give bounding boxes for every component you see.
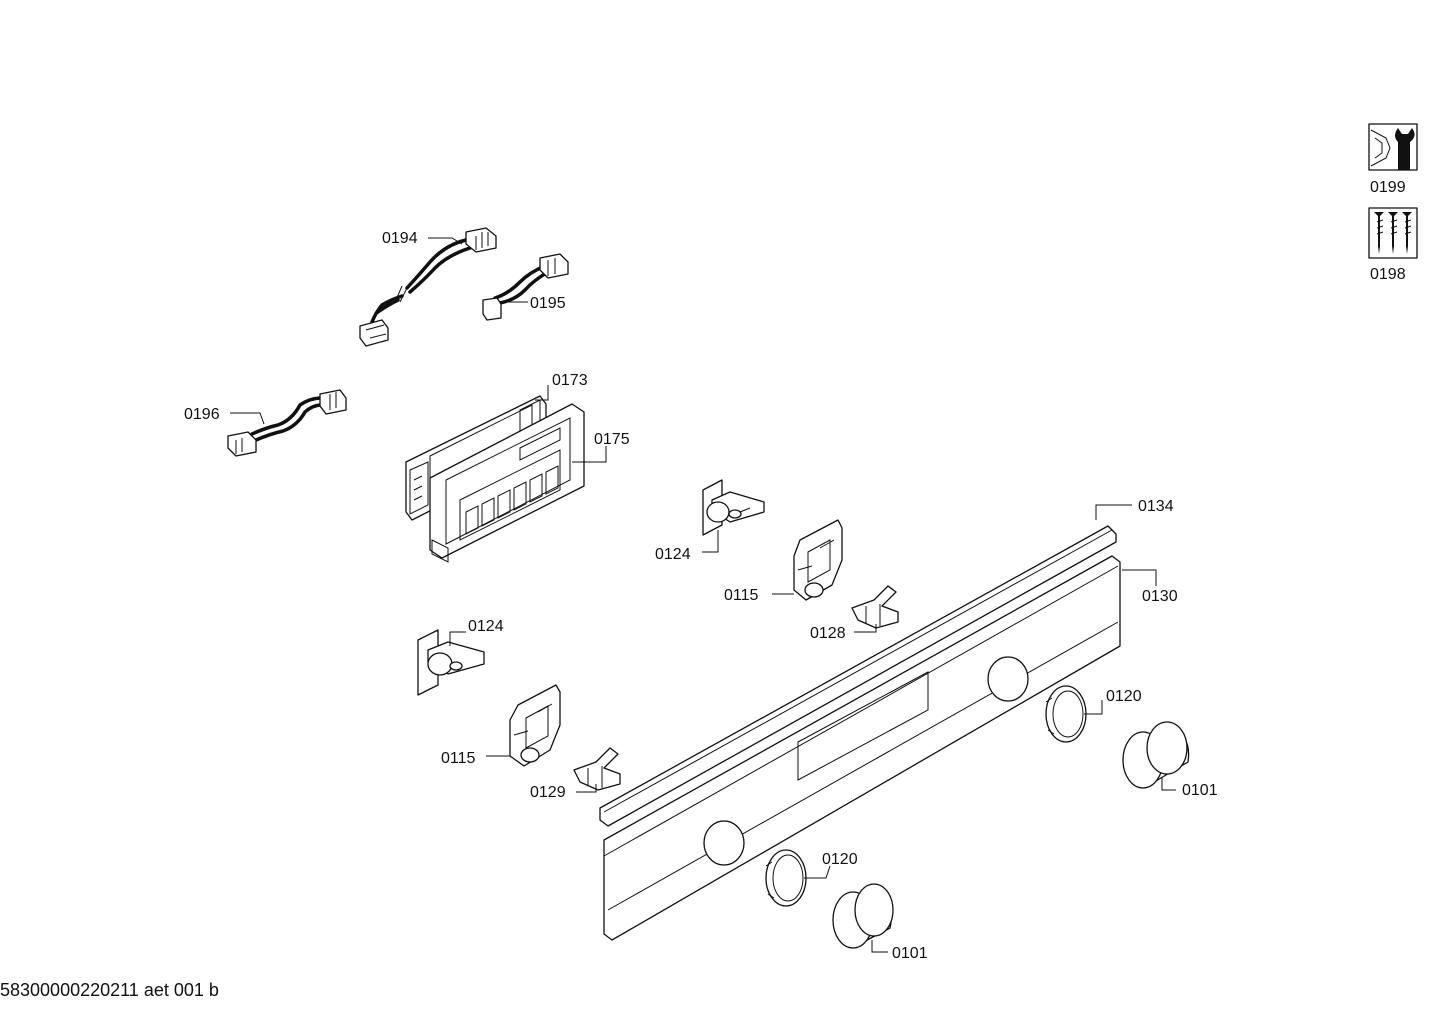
clip-0128 (851, 585, 899, 629)
callout-0128: 0128 (810, 625, 846, 642)
leader-0130 (1122, 569, 1157, 586)
leader-0173 (535, 385, 549, 401)
callout-0115-lower: 0115 (441, 750, 476, 767)
callout-0195: 0195 (530, 295, 566, 312)
leader-0124-lower (449, 631, 466, 646)
rotary-switch-0124-lower (417, 629, 485, 696)
label-0198: 0198 (1370, 266, 1406, 283)
callout-0194: 0194 (382, 230, 418, 247)
callout-0173: 0173 (552, 372, 588, 389)
leader-0134 (1095, 504, 1132, 520)
leader-0129 (576, 784, 597, 793)
callout-0120-lower: 0120 (822, 851, 858, 868)
leader-0101-lower (871, 940, 888, 953)
control-knob-0101-right (1122, 721, 1190, 789)
leader-0101-right (1161, 778, 1176, 791)
leader-0120-upper (1084, 700, 1103, 715)
callout-0115-upper: 0115 (724, 587, 759, 604)
callout-0196: 0196 (184, 406, 220, 423)
tool-wrench-icon (1368, 123, 1418, 171)
switch-bracket-0115-upper (793, 519, 843, 601)
callout-0124-lower: 0124 (468, 618, 504, 635)
label-0199: 0199 (1370, 179, 1406, 196)
knob-ring-0120-lower (765, 849, 807, 907)
display-frame-0175 (429, 403, 585, 563)
callout-0130: 0130 (1142, 588, 1178, 605)
callout-0120-upper: 0120 (1106, 688, 1142, 705)
callout-0134: 0134 (1138, 498, 1174, 515)
screws-icon (1368, 207, 1418, 259)
leader-0120-lower (804, 865, 831, 879)
switch-bracket-0115-lower (509, 684, 561, 767)
clip-0129 (573, 747, 621, 791)
callout-0101-lower: 0101 (892, 945, 928, 962)
control-panel-0130 (603, 555, 1121, 941)
leader-0194 (428, 237, 463, 245)
callout-0129: 0129 (530, 784, 566, 801)
callout-0175: 0175 (594, 431, 630, 448)
leader-0196 (230, 412, 265, 425)
rotary-switch-0124-upper (702, 479, 765, 536)
callout-0101-right: 0101 (1182, 782, 1218, 799)
callout-0124-upper: 0124 (655, 546, 691, 563)
control-knob-0101-lower (832, 883, 894, 949)
knob-ring-0120-upper (1045, 685, 1087, 743)
wire-harness-0196 (227, 389, 347, 457)
leader-0175 (572, 446, 607, 463)
trim-strip-0134 (599, 525, 1117, 827)
leader-0124-upper (702, 530, 719, 553)
wire-harness-0195 (482, 253, 569, 321)
document-id: 58300000220211 aet 001 b (0, 980, 219, 1000)
leader-0128 (854, 624, 877, 633)
wire-harness-0194 (359, 227, 497, 347)
